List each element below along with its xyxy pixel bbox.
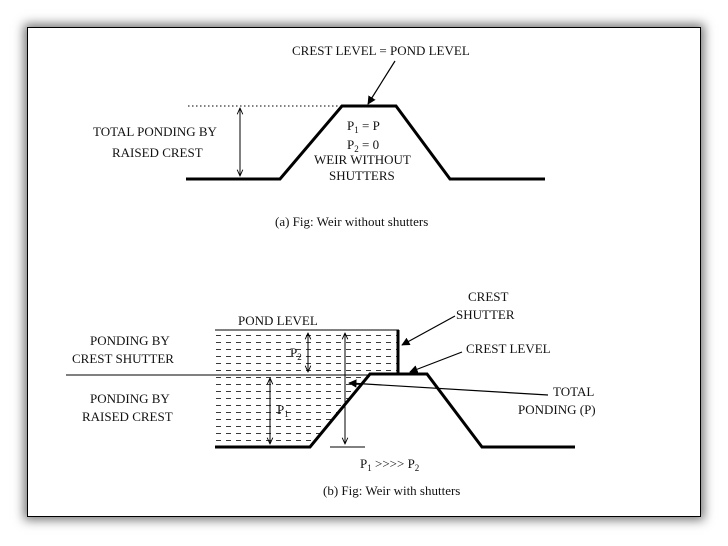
- crest-level-pointer: [409, 351, 463, 374]
- p1-p2-relation: P1 >>>> P2: [360, 456, 419, 473]
- total-ponding-label-line2-b: PONDING (P): [518, 402, 596, 417]
- ponding-raised-label-line2: RAISED CREST: [82, 409, 173, 424]
- p1-equation-a: P1 = P: [347, 118, 380, 135]
- water-hatch-upper: [215, 332, 399, 374]
- caption-a: (a) Fig: Weir without shutters: [275, 214, 428, 229]
- p1-marker: P1: [277, 402, 289, 419]
- total-ponding-label-line1-b: TOTAL: [553, 384, 594, 399]
- caption-b: (b) Fig: Weir with shutters: [323, 483, 460, 498]
- pond-level-label: POND LEVEL: [238, 313, 318, 328]
- crest-shutter-label-line1: CREST: [468, 289, 509, 304]
- slide-frame: [27, 27, 701, 517]
- weir-label-line1: WEIR WITHOUT: [314, 152, 411, 167]
- total-ponding-pointer: [348, 379, 549, 396]
- p2-marker: P2: [290, 345, 302, 362]
- ponding-raised-label-line1: PONDING BY: [90, 391, 170, 406]
- total-ponding-label-line1: TOTAL PONDING BY: [93, 124, 218, 139]
- diagram-a: CREST LEVEL = POND LEVEL TOTAL PONDING B…: [93, 43, 545, 229]
- crest-level-title: CREST LEVEL = POND LEVEL: [292, 43, 470, 58]
- crest-shutter-pointer: [401, 315, 456, 346]
- p2-equation-a: P2 = 0: [347, 137, 379, 154]
- crest-level-label: CREST LEVEL: [466, 341, 551, 356]
- ponding-shutter-label-line2: CREST SHUTTER: [72, 351, 174, 366]
- weir-profile-a: [186, 104, 545, 181]
- water-hatch-lower: [215, 374, 370, 447]
- weir-label-line2: SHUTTERS: [329, 168, 395, 183]
- total-ponding-label-line2: RAISED CREST: [112, 145, 203, 160]
- crest-pointer-arrow: [367, 60, 396, 105]
- crest-shutter-label-line2: SHUTTER: [456, 307, 515, 322]
- diagram-b: CREST SHUTTER POND LEVEL CREST LEVEL PON…: [66, 289, 596, 498]
- ponding-shutter-label-line1: PONDING BY: [90, 333, 170, 348]
